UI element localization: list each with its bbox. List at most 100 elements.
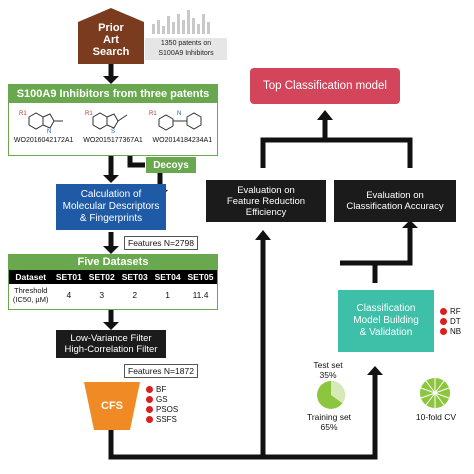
test-slice — [331, 381, 345, 404]
classification-methods-list: RF DT NB — [440, 306, 472, 336]
top-model-label: Top Classification model — [262, 80, 387, 92]
descriptors-line-2: Molecular Descriptors — [62, 201, 160, 212]
red-dot-icon — [440, 327, 447, 335]
arrow-decoys-link — [127, 155, 145, 168]
value-cell: 2 — [132, 290, 138, 300]
cfs-method-ssfs: SSFS — [146, 414, 186, 424]
cfs-funnel-shape — [84, 382, 140, 430]
red-dot-icon — [146, 385, 153, 393]
svg-text:R1: R1 — [19, 111, 27, 117]
patents-note: 1350 patents on S100A9 Inhibitors — [145, 38, 227, 60]
descriptors-line-1: Calculation of — [80, 189, 142, 200]
threshold-label-line-2: (IC50, µM) — [12, 295, 49, 304]
eval-class-line-2: Classification Accuracy — [346, 201, 444, 212]
threshold-label-cell: Threshold (IC50, µM) — [9, 284, 52, 306]
value-cell: 11.4 — [192, 290, 209, 300]
descriptors-line-3: & Fingerprints — [79, 213, 143, 224]
patent-3-label: WO2014184234A1 — [152, 137, 213, 144]
molecule-structures-image: R1 R1 R1 N S N — [19, 111, 202, 135]
method-label: NB — [450, 326, 462, 336]
training-set-label: Training set 65% — [296, 412, 362, 432]
classification-box: Classification Model Building & Validati… — [338, 290, 434, 352]
features-1872-tag: Features N=1872 — [124, 364, 198, 378]
svg-text:N: N — [177, 111, 181, 117]
train-line-2: 65% — [320, 422, 338, 432]
red-dot-icon — [146, 415, 153, 423]
arrow-cfs-loop — [108, 240, 266, 460]
value-cell: 4 — [66, 290, 72, 300]
arrow-to-classification — [263, 375, 378, 460]
patents-note-line-1: 1350 patents on — [160, 40, 212, 47]
header-cell: Dataset — [9, 270, 53, 284]
classification-line-1: Classification — [356, 303, 416, 314]
svg-text:S: S — [111, 129, 115, 135]
red-dot-icon — [146, 395, 153, 403]
threshold-row: Threshold (IC50, µM) 4 3 2 1 11.4 — [9, 284, 217, 306]
method-label: PSOS — [156, 404, 179, 414]
value-cell: 3 — [99, 290, 105, 300]
red-dot-icon — [440, 307, 447, 315]
cv-text: 10-fold CV — [415, 412, 457, 422]
filters-box: Low-Variance Filter High-Correlation Fil… — [56, 330, 166, 358]
prior-art-line-2: Art — [103, 34, 119, 46]
threshold-label-line-1: Threshold — [14, 286, 48, 295]
test-line-1: Test set — [313, 360, 343, 370]
prior-art-shape — [78, 8, 144, 64]
prior-art-line-1: Prior — [98, 22, 124, 34]
inhibitors-title: S100A9 Inhibitors from three patents — [9, 85, 217, 103]
train-line-1: Training set — [306, 412, 352, 422]
datasets-header-row: Dataset SET01 SET02 SET03 SET04 SET05 — [9, 270, 217, 284]
eval-feature-line-3: Efficiency — [245, 206, 287, 218]
header-cell: SET02 — [85, 270, 119, 284]
cfs-methods-list: BF GS PSOS SSFS — [146, 384, 186, 424]
test-line-2: 35% — [319, 370, 337, 380]
arrow-class-to-eval — [372, 228, 413, 283]
cfs-method-bf: BF — [146, 384, 186, 394]
header-cell: SET01 — [52, 270, 86, 284]
method-label: DT — [450, 316, 461, 326]
red-dot-icon — [440, 317, 447, 325]
header-cell: SET05 — [184, 270, 217, 284]
patent-1-label: WO2016042172A1 — [13, 137, 74, 144]
class-method-dt: DT — [440, 316, 472, 326]
eval-class-box: Evaluation on Classification Accuracy — [334, 180, 456, 222]
eval-class-line-1: Evaluation on — [366, 190, 424, 201]
method-label: SSFS — [156, 414, 177, 424]
svg-text:N: N — [47, 129, 51, 135]
eval-feature-line-1: Evaluation on — [237, 184, 295, 196]
header-cell: SET03 — [118, 270, 152, 284]
value-cell: 1 — [165, 290, 170, 300]
datasets-box: Five Datasets Dataset SET01 SET02 SET03 … — [8, 254, 218, 310]
prior-art-line-3: Search — [92, 46, 130, 58]
patents-bars-icon — [152, 10, 210, 34]
svg-text:R1: R1 — [149, 111, 157, 117]
features-1872-label: Features N=1872 — [128, 366, 194, 376]
ten-fold-cv-icon — [420, 378, 450, 408]
cfs-method-psos: PSOS — [146, 404, 186, 414]
features-2798-label: Features N=2798 — [128, 238, 194, 248]
class-method-rf: RF — [440, 306, 472, 316]
method-label: GS — [156, 394, 168, 404]
cv-label: 10-fold CV — [410, 412, 462, 422]
datasets-table: Dataset SET01 SET02 SET03 SET04 SET05 Th… — [9, 270, 217, 306]
cfs-text: CFS — [101, 400, 123, 412]
eval-feature-line-2: Feature Reduction — [226, 195, 306, 207]
method-label: RF — [450, 306, 461, 316]
patent-2-label: WO2015177367A1 — [83, 137, 143, 144]
descriptors-box: Calculation of Molecular Descriptors & F… — [56, 184, 166, 230]
cfs-label: CFS — [84, 382, 140, 430]
filters-line-1: Low-Variance Filter — [70, 333, 152, 344]
top-model-box: Top Classification model — [250, 68, 400, 104]
features-2798-tag: Features N=2798 — [124, 236, 198, 250]
arrow-evals-join — [260, 137, 413, 168]
filters-line-2: High-Correlation Filter — [64, 344, 158, 355]
class-method-nb: NB — [440, 326, 472, 336]
header-cell: SET04 — [151, 270, 185, 284]
train-test-pie-chart — [317, 381, 345, 409]
prior-art-label: Prior Art Search — [78, 18, 144, 62]
eval-feature-box: Evaluation on Feature Reduction Efficien… — [206, 180, 326, 222]
svg-text:R1: R1 — [85, 111, 93, 117]
datasets-title: Five Datasets — [9, 255, 217, 270]
